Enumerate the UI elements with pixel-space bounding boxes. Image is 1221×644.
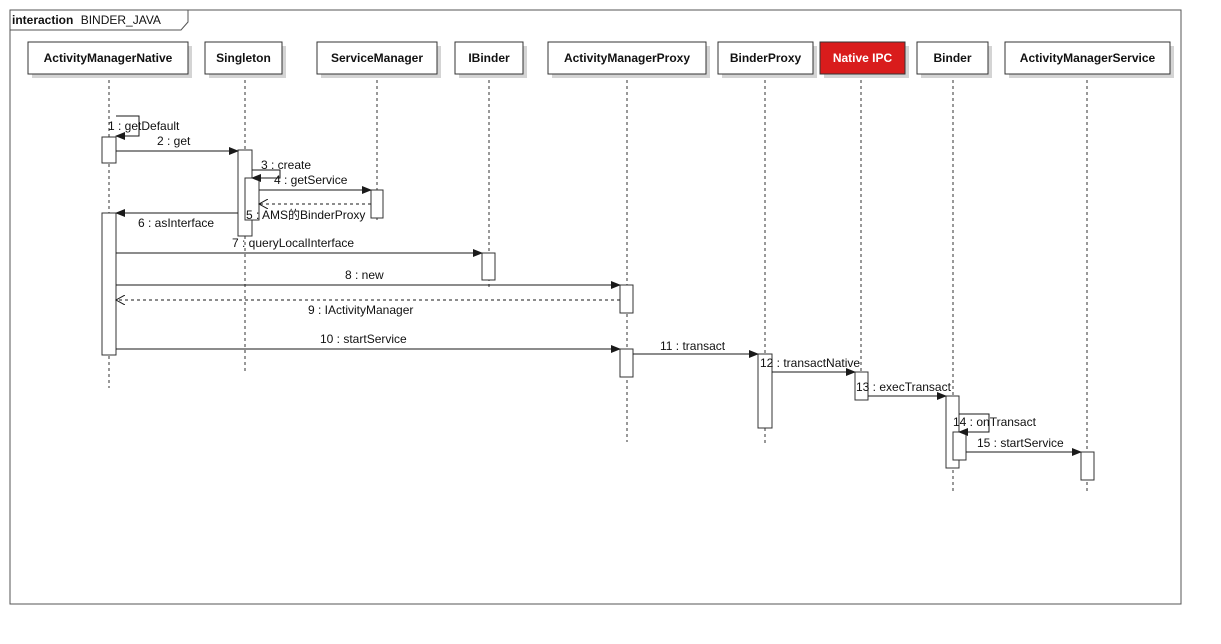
activation-amn: [101, 136, 117, 164]
participant-name: BinderProxy: [730, 51, 802, 65]
message-12: 12 : transactNative: [760, 356, 860, 376]
message-6: 6 : asInterface: [115, 209, 238, 230]
message-10: 10 : startService: [116, 332, 621, 353]
participant-name: Native IPC: [833, 51, 893, 65]
participant-name: ActivityManagerNative: [44, 51, 173, 65]
message-label: 1 : getDefault: [108, 119, 180, 133]
participant-name: Binder: [933, 51, 971, 65]
participant-sm[interactable]: ServiceManager: [316, 41, 441, 78]
message-8: 8 : new: [116, 268, 621, 289]
message-7: 7 : queryLocalInterface: [116, 236, 483, 257]
activation-sm: [370, 189, 384, 219]
message-label: 12 : transactNative: [760, 356, 860, 370]
interaction-frame: interaction BINDER_JAVA: [9, 9, 1182, 605]
message-9: 9 : IActivityManager: [116, 300, 620, 317]
participant-name: ActivityManagerProxy: [564, 51, 690, 65]
message-2: 2 : get: [116, 134, 239, 155]
frame-name: BINDER_JAVA: [81, 13, 161, 27]
participant-amn[interactable]: ActivityManagerNative: [27, 41, 192, 78]
participant-box: [27, 41, 189, 75]
activation-ibinder: [481, 252, 496, 281]
participant-name: Singleton: [216, 51, 271, 65]
activation-bp: [757, 353, 773, 429]
message-1: 1 : getDefault: [108, 115, 180, 140]
message-13: 13 : execTransact: [856, 380, 952, 400]
frame-keyword: interaction: [12, 13, 73, 27]
message-3: 3 : create: [251, 158, 311, 182]
participant-box: [1004, 41, 1171, 75]
activation-binder: [952, 431, 967, 461]
participant-ams[interactable]: ActivityManagerService: [1004, 41, 1174, 78]
participant-box: [316, 41, 438, 75]
message-15: 15 : startService: [966, 436, 1082, 456]
message-label: 11 : transact: [660, 339, 726, 353]
participant-headers: ActivityManagerNative Singleton ServiceMan…: [27, 41, 1174, 78]
message-label: 15 : startService: [977, 436, 1064, 450]
message-11: 11 : transact: [633, 339, 759, 358]
self-message-arrow: [115, 115, 140, 140]
activation-ams: [1080, 451, 1095, 481]
message-label: 9 : IActivityManager: [308, 303, 413, 317]
activation-amp: [619, 348, 634, 378]
message-label: 2 : get: [157, 134, 191, 148]
participant-ibinder[interactable]: IBinder: [454, 41, 527, 78]
participant-box: [916, 41, 989, 75]
message-5: 5 : AMS的BinderProxy: [246, 204, 371, 222]
participant-ipc[interactable]: Native IPC: [819, 41, 909, 78]
message-label: 10 : startService: [320, 332, 407, 346]
message-label: 4 : getService: [274, 173, 348, 187]
participant-singleton[interactable]: Singleton: [204, 41, 286, 78]
participant-bp[interactable]: BinderProxy: [717, 41, 817, 78]
participant-name: IBinder: [468, 51, 510, 65]
lifelines: [108, 74, 1088, 494]
activation-amn: [101, 212, 117, 356]
message-label: 13 : execTransact: [856, 380, 952, 394]
self-message-arrow: [958, 413, 990, 436]
participant-binder[interactable]: Binder: [916, 41, 992, 78]
participant-box: [204, 41, 283, 75]
activation-ipc: [854, 371, 869, 401]
message-4: 4 : getService: [259, 173, 372, 194]
message-label: 3 : create: [261, 158, 311, 172]
message-label: 6 : asInterface: [138, 216, 214, 230]
participant-amp[interactable]: ActivityManagerProxy: [547, 41, 710, 78]
message-label: 5 : AMS的BinderProxy: [246, 207, 365, 222]
message-label: 8 : new: [345, 268, 384, 282]
activation-bars: [101, 136, 1095, 481]
activation-amp: [619, 284, 634, 314]
message-label: 7 : queryLocalInterface: [232, 236, 354, 250]
self-message-arrow: [251, 169, 281, 182]
participant-box: [819, 41, 906, 75]
participant-box: [547, 41, 707, 75]
participant-box: [717, 41, 814, 75]
participant-box: [454, 41, 524, 75]
message-14: 14 : onTransact: [953, 413, 1037, 436]
message-label: 14 : onTransact: [953, 415, 1037, 429]
participant-name: ServiceManager: [331, 51, 423, 65]
participant-name: ActivityManagerService: [1020, 51, 1156, 65]
frame-title: interaction BINDER_JAVA: [12, 13, 161, 27]
